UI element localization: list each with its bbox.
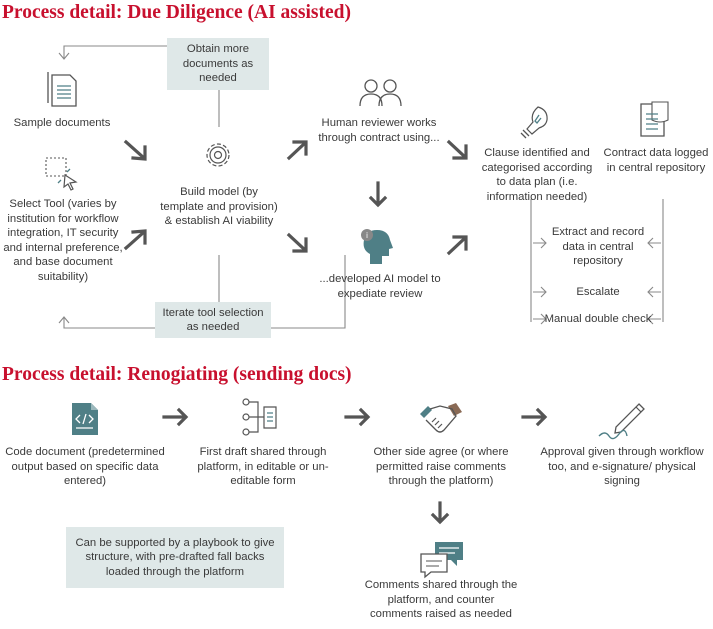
document-logged-icon <box>640 101 669 137</box>
select-tool-label: Select Tool (varies by institution for w… <box>3 198 123 283</box>
ai-model-label: ...developed AI model to expediate revie… <box>319 273 441 300</box>
approval-label: Approval given through workflow too, and… <box>540 446 704 487</box>
playbook-text: Can be supported by a playbook to give s… <box>75 536 275 578</box>
escalate-label: Escalate <box>576 286 620 298</box>
svg-text:i: i <box>366 231 368 240</box>
section1-title: Process detail: Due Diligence (AI assist… <box>2 2 351 23</box>
arrow-draft-to-other <box>344 407 371 427</box>
arrow-other-to-approval <box>521 407 548 427</box>
document-icon <box>47 72 77 107</box>
sample-documents-label: Sample documents <box>13 117 111 129</box>
code-document-icon <box>72 403 98 435</box>
human-reviewer-label: Human reviewer works through contract us… <box>318 117 440 144</box>
arrow-human-to-ai <box>368 181 388 208</box>
obtain-more-documents-text: Obtain more documents as needed <box>182 43 254 85</box>
comments-icon <box>420 542 463 579</box>
select-tool-icon <box>45 157 78 191</box>
other-side-label: Other side agree (or where permitted rai… <box>373 446 509 487</box>
clause-identified-label: Clause identified and categorised accord… <box>481 147 593 203</box>
lightbulb-icon <box>520 106 548 139</box>
arrow-ai-to-clause <box>446 235 468 256</box>
code-document-label: Code document (predetermined output base… <box>5 446 165 487</box>
playbook-box: Can be supported by a playbook to give s… <box>66 527 284 588</box>
section2-title: Process detail: Renogiating (sending doc… <box>2 364 352 385</box>
pen-signature-icon <box>598 403 645 440</box>
arrow-select-to-build <box>123 229 147 251</box>
manual-double-check-label: Manual double check <box>544 313 652 325</box>
arrow-other-to-comments <box>430 501 450 525</box>
build-model-label: Build model (by template and provision) … <box>160 186 278 227</box>
gear-icon <box>206 143 230 167</box>
arrow-code-to-draft <box>162 407 189 427</box>
arrow-build-to-ai <box>286 232 308 253</box>
handshake-icon <box>420 403 462 433</box>
first-draft-label: First draft shared through platform, in … <box>197 446 329 487</box>
people-icon <box>359 79 402 107</box>
contract-data-logged-label: Contract data logged in central reposito… <box>603 147 709 174</box>
arrow-sample-to-build <box>123 139 147 161</box>
arrow-build-to-human <box>286 140 308 161</box>
iterate-tool-box: Iterate tool selection as needed <box>155 302 271 338</box>
obtain-more-documents-box: Obtain more documents as needed <box>167 38 269 90</box>
ai-head-icon: i <box>361 229 393 264</box>
extract-record-label: Extract and record data in central repos… <box>551 226 645 267</box>
arrow-human-to-clause <box>446 139 468 160</box>
comments-shared-label: Comments shared through the platform, an… <box>364 579 518 620</box>
iterate-tool-text: Iterate tool selection as needed <box>162 306 264 334</box>
draft-share-icon <box>242 398 277 436</box>
